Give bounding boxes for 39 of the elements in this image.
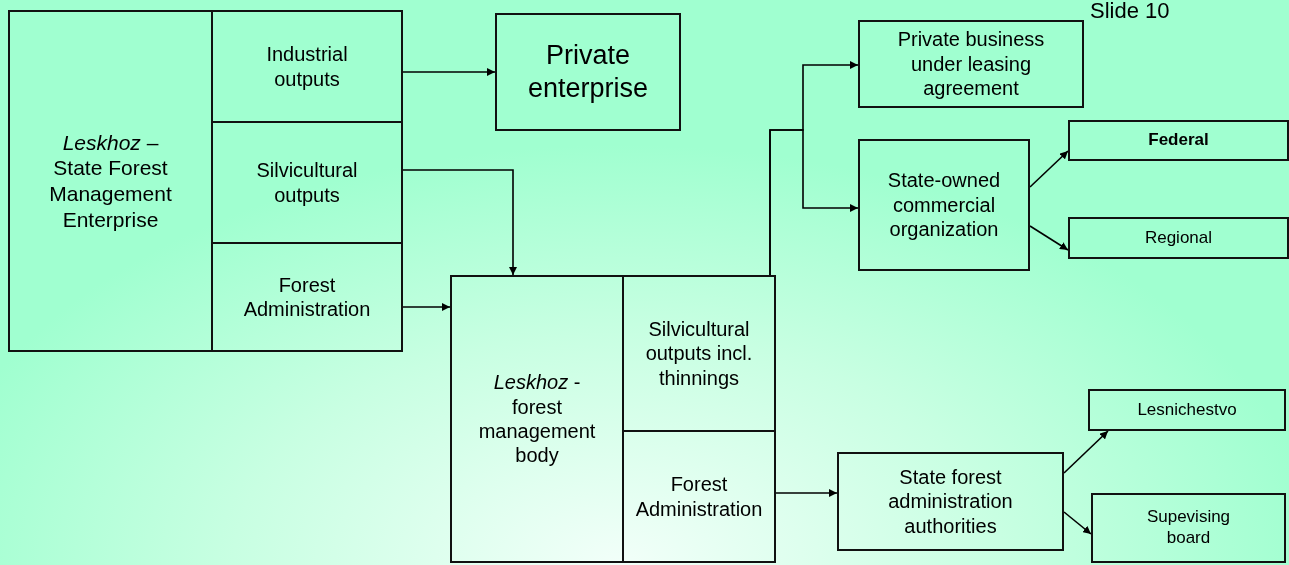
process-box [858, 20, 1084, 108]
process-box [1088, 389, 1286, 431]
process-box [211, 242, 403, 352]
arrow [1063, 430, 1109, 474]
process-box [858, 139, 1030, 271]
box-text: Federal [1148, 130, 1209, 151]
box-text: Private business under leasing agreement [896, 27, 1046, 101]
box-text: Leskhoz - forest management body [477, 370, 597, 468]
arrow [1063, 511, 1092, 535]
box-text: Lesnichestvo [1137, 399, 1237, 421]
arrow [1029, 150, 1069, 188]
box-text: Supevising board [1145, 507, 1232, 549]
arrow [769, 129, 859, 276]
box-text: State-owned commercial organization [886, 168, 1002, 242]
arrow [1029, 225, 1069, 251]
process-box [450, 275, 624, 563]
box-text: Silvicultural outputs incl. thinnings [644, 316, 754, 391]
box-text: Forest Administration [634, 472, 764, 521]
process-box [1068, 120, 1289, 161]
arrow [402, 169, 517, 276]
box-text: Leskhoz – State Forest Management Enterprise [48, 129, 173, 233]
process-box [1068, 217, 1289, 259]
slide-number: Slide 10 [1090, 0, 1170, 22]
box-text: State forest administration authorities [887, 464, 1014, 539]
arrow [402, 303, 451, 311]
process-box [622, 275, 776, 432]
arrow [775, 489, 838, 497]
process-box [8, 10, 213, 352]
box-text: Silvicultural outputs [255, 158, 359, 207]
box-text: Private enterprise [526, 39, 650, 105]
box-text: Regional [1144, 227, 1213, 249]
process-box [1091, 493, 1286, 563]
process-box [622, 430, 776, 563]
arrow [402, 68, 496, 76]
process-box [837, 452, 1064, 551]
box-text: Forest Administration [242, 272, 372, 322]
process-box [495, 13, 681, 131]
box-text: Industrial outputs [265, 42, 349, 91]
process-box [211, 10, 403, 123]
